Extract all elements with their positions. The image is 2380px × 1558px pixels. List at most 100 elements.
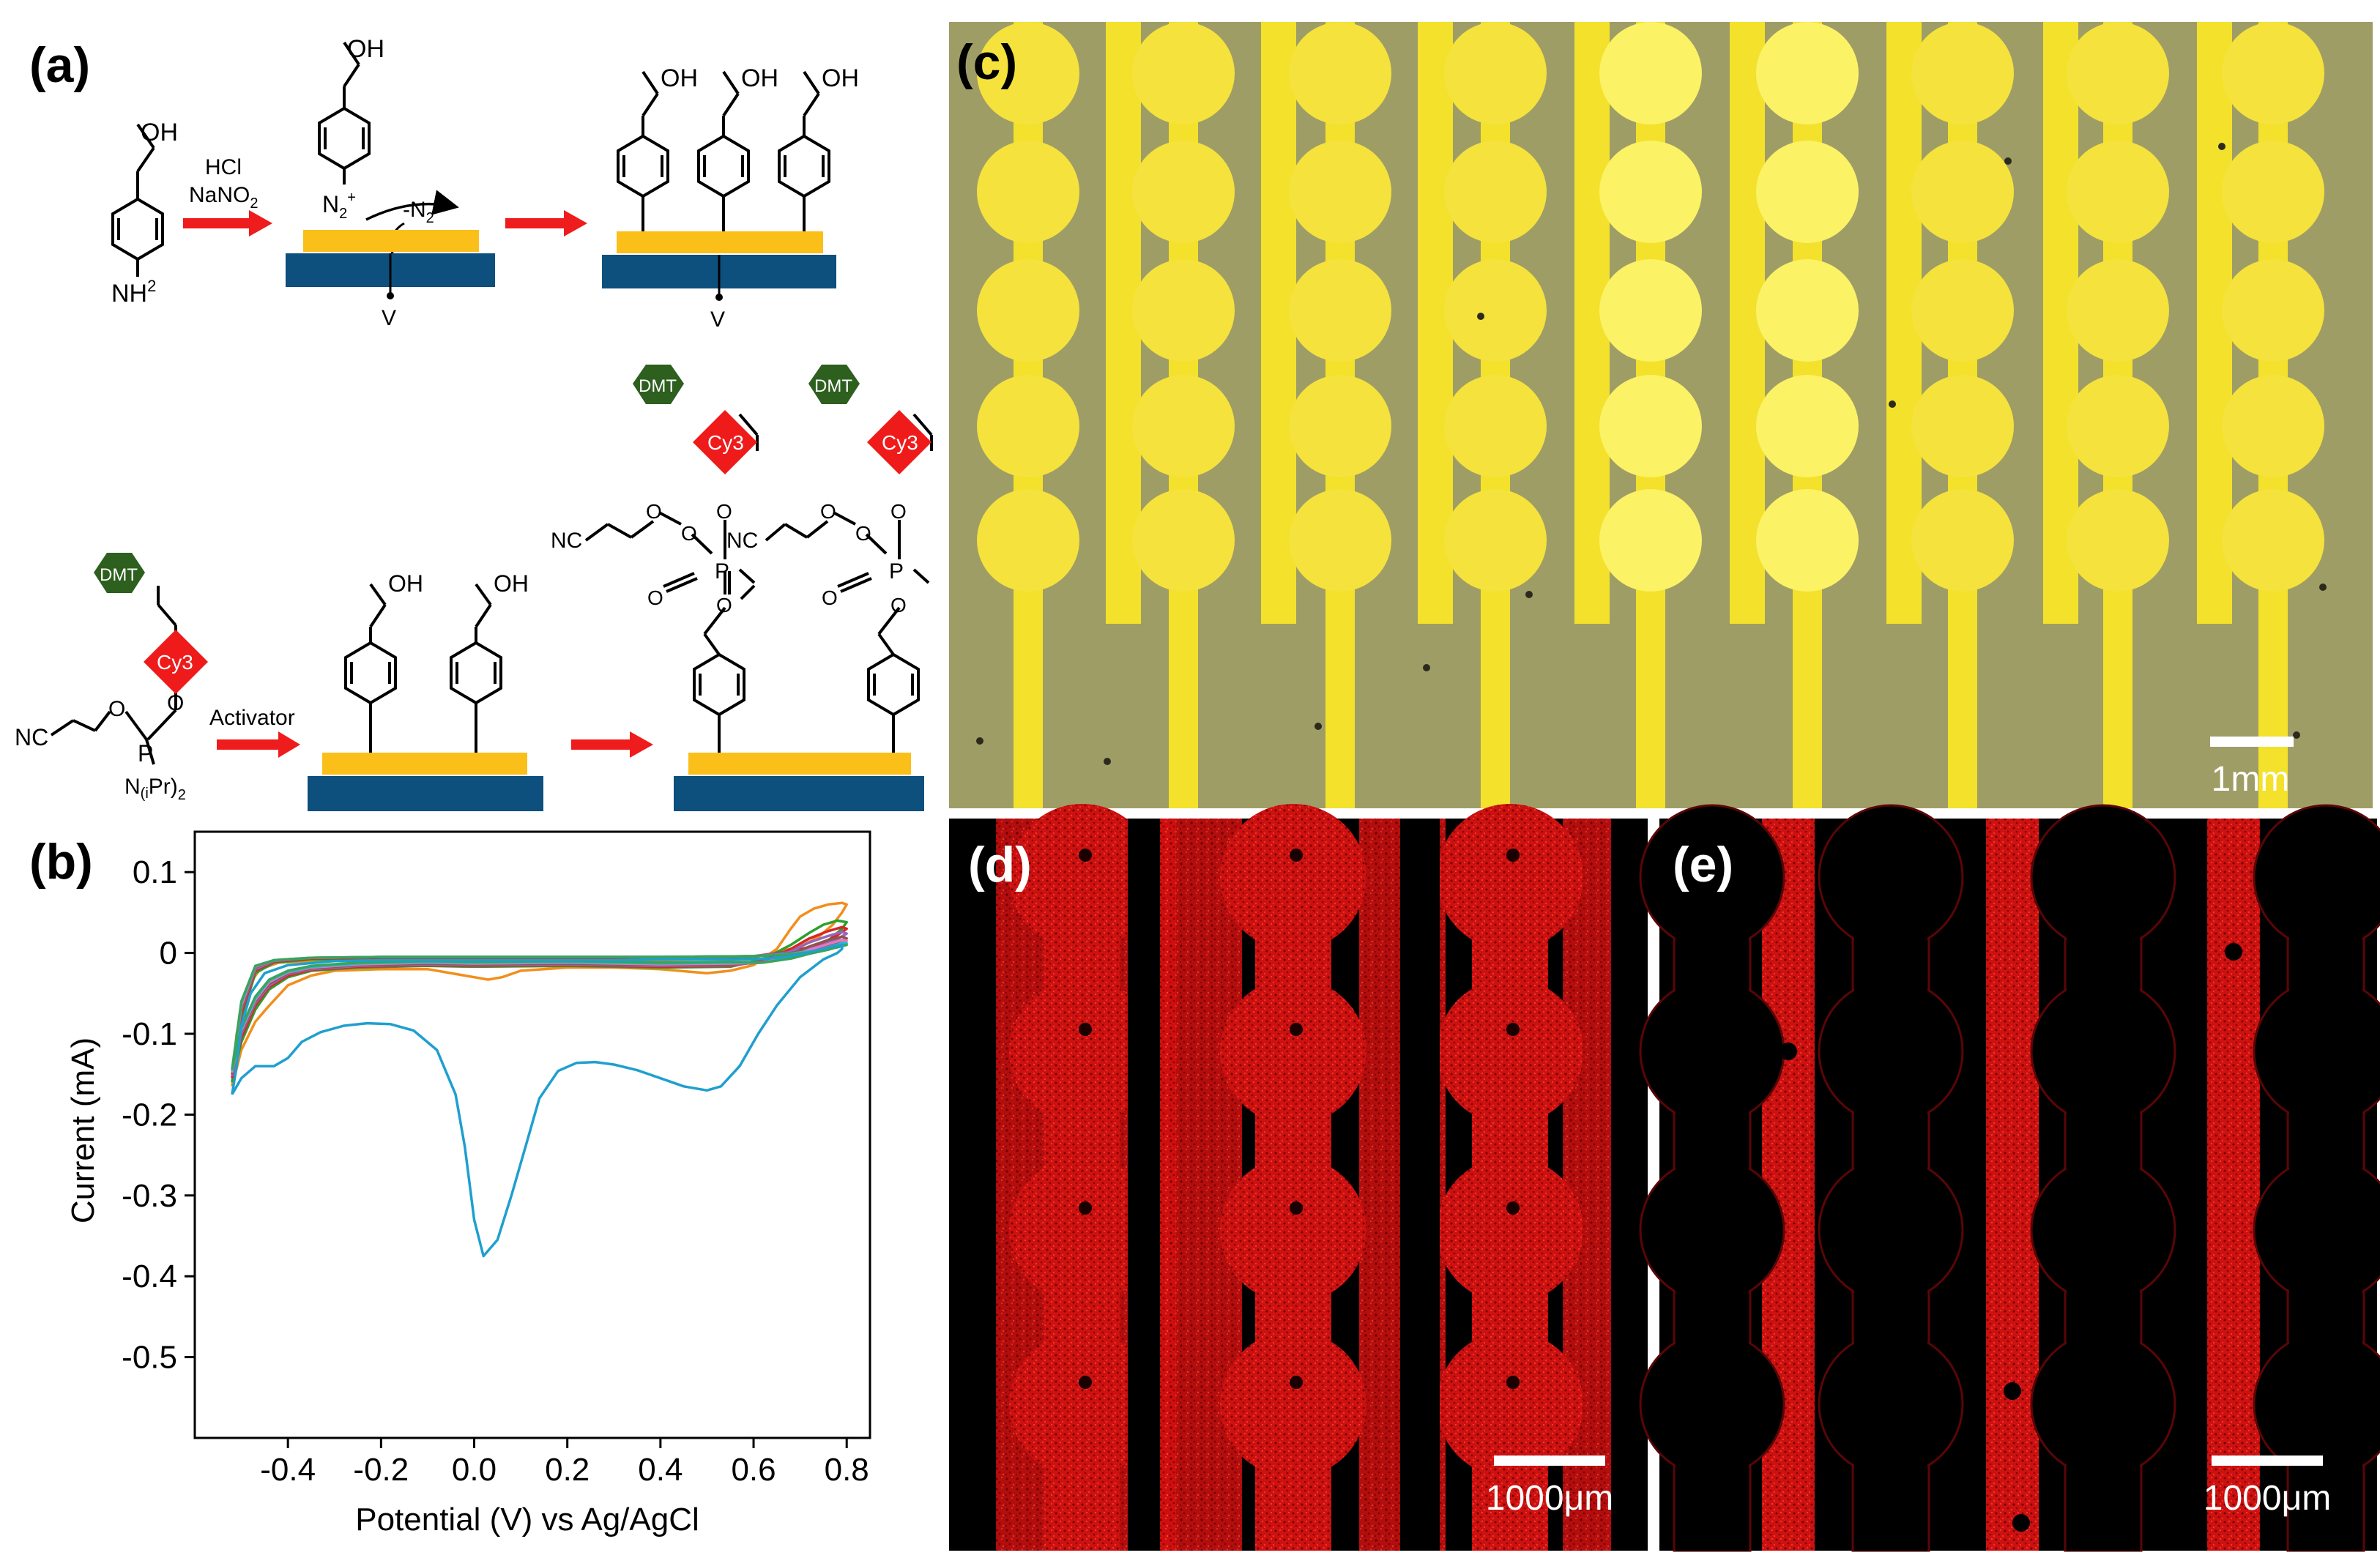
pad-defect [1079,1376,1092,1389]
x-tick-label: 0.2 [545,1452,590,1488]
panel-e-scale-bar [2212,1456,2323,1466]
dust-speck [2218,143,2225,150]
electrode-pad [1132,22,1235,124]
hydroxyl-label-2: OH [347,35,384,63]
dust-speck [976,737,983,745]
electrode-pad [1220,804,1366,950]
voltage-label-2: V [710,308,725,332]
panel-c-optical-micrograph: (c) 1mm [949,22,2373,808]
y-tick-label: -0.4 [122,1259,177,1294]
phosphorus-label-2: P [715,559,729,584]
panel-d-scale-label: 1000μm [1486,1479,1613,1518]
electrode-pad [1220,1157,1366,1303]
panel-c-scale-label: 1mm [2212,760,2290,799]
panel-a-label: (a) [29,37,90,93]
coupled-product [584,413,933,753]
electrode-pad [1444,489,1547,592]
electrode-pad [1599,375,1702,477]
electrode-pad [1289,141,1391,243]
dmt-label-3: DMT [814,376,852,396]
electrode-pad [1289,259,1391,362]
reaction-arrow-1 [183,210,272,236]
fluorescent-stripe [1986,819,2039,1551]
panel-e-electrodes [1639,804,2380,1552]
hydroxyl-label-4: OH [741,64,778,92]
cy3-diamond-3 [867,410,931,474]
electrode-pad [1132,489,1235,592]
dmt-hexagon-2 [633,365,684,404]
electrode-interior [1854,819,1927,1551]
electrode-interior [2067,819,2140,1551]
dmt-hexagon-1 [94,553,145,593]
electrode-pad [977,259,1079,362]
y-tick-label: 0 [160,936,177,972]
electrode-pad [1289,489,1391,592]
electrode-pad [2222,375,2324,477]
electrode-pad [2067,141,2169,243]
pad-defect [1506,849,1520,862]
x-tick-label: 0.0 [452,1452,497,1488]
dust-speck [2319,584,2327,591]
dark-gap [1611,819,1648,1551]
reaction-arrow-3 [217,731,300,758]
panel-d-label: (d) [968,837,1032,892]
x-axis-title: Potential (V) vs Ag/AgCl [355,1502,699,1538]
reaction-arrow-4 [571,731,653,758]
reagent-hcl: HCl [205,155,242,179]
dmt-label-1: DMT [100,565,138,585]
cv-series-line [231,925,848,1079]
phosphorus-label-3: P [889,559,904,584]
dust-speck [1423,664,1430,671]
panel-c-label: (c) [956,34,1017,90]
x-tick-label: 0.4 [638,1452,683,1488]
electrode-pad [1437,1157,1583,1303]
hydroxyl-label-3: OH [661,64,698,92]
y-tick-label: 0.1 [133,854,177,890]
electrode-pad [1911,489,2014,592]
substrate-3 [308,776,543,811]
stripe-defect [2261,943,2279,961]
y-tick-label: -0.3 [122,1178,177,1214]
panel-d-scale-bar [1494,1456,1605,1466]
substrate-4 [674,776,924,811]
electrode-pad [1911,22,2014,124]
electrode-pad [2067,259,2169,362]
oxygen-label-11: O [822,586,838,609]
oxygen-label-10: O [855,522,871,545]
nitrile-label-1: NC [15,724,48,750]
hydroxyl-label-1: OH [141,119,178,146]
x-tick-label: 0.6 [731,1452,776,1488]
wire-node-2 [715,294,723,301]
activator-label: Activator [209,706,295,730]
pad-defect [1079,1023,1092,1036]
electrode-pad [977,22,1079,124]
pad-defect [1290,1201,1303,1215]
dmt-hexagon-3 [808,365,860,404]
nitrile-label-2: NC [551,529,582,553]
oxygen-label-8: O [890,500,907,523]
stripe-defect [2225,943,2242,961]
electrode-pad [1289,22,1391,124]
dark-gap [1128,819,1160,1551]
pad-defect [1079,1201,1092,1215]
cy3-label-1: Cy3 [157,651,193,674]
dust-speck [2293,731,2300,739]
oxygen-label-1: O [108,697,125,721]
panel-d-electrodes [996,804,1648,1551]
electrode-pad [2067,22,2169,124]
electrode-pad [2222,22,2324,124]
oxygen-label-9: O [820,500,836,523]
electrode-pad [1599,22,1702,124]
electrode-pad [1911,259,2014,362]
electrode-pad [1009,1157,1156,1303]
pad-defect [1290,1023,1303,1036]
dust-speck [1104,758,1111,765]
diazonium-label: N2+ [322,190,356,222]
electrode-pad [1289,375,1391,477]
electrode-pad [1437,804,1583,950]
panel-e-scale-label: 1000μm [2204,1479,2331,1518]
panel-c-scale-bar [2210,737,2294,747]
electrode-pad [1444,375,1547,477]
